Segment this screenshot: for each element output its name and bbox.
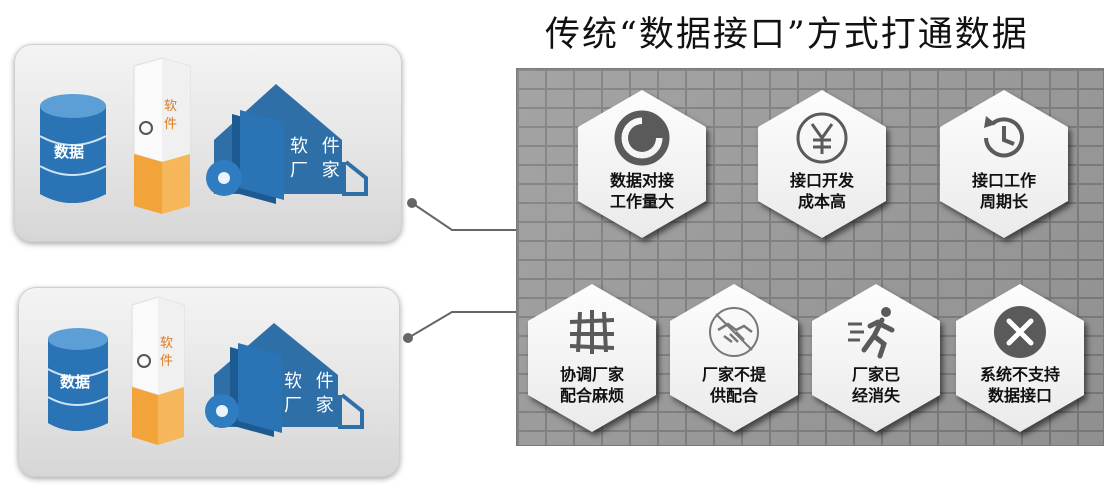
software-system-card-1: 数据 软 件 软 件 厂 家 (14, 44, 402, 242)
software-label-1: 软 (160, 336, 173, 351)
software-label-2: 件 (160, 354, 173, 369)
software-system-card-2: 数据 软 件 软 件 厂 家 (18, 287, 400, 477)
problem-label-line1: 厂家不提 (701, 365, 766, 384)
problem-label-line1: 系统不支持 (979, 365, 1060, 384)
software-vendor-icon (206, 84, 368, 204)
no-handshake-icon (709, 307, 759, 357)
page-title: 传统“数据接口”方式打通数据 (545, 15, 1029, 55)
yen-icon (796, 112, 848, 164)
vendor-label-2: 厂 家 (290, 160, 344, 181)
problem-label-line2: 数据接口 (987, 386, 1052, 405)
problem-label-line2: 工作量大 (609, 192, 674, 211)
software-box-icon (133, 57, 191, 214)
database-label: 数据 (54, 143, 84, 161)
problem-label-line2: 周期长 (979, 192, 1028, 211)
software-box-icon (131, 296, 185, 445)
vendor-label-2: 厂 家 (284, 395, 338, 416)
database-label: 数据 (60, 373, 90, 391)
problem-label-line1: 接口开发 (789, 171, 854, 190)
pie-chart-icon (614, 110, 670, 166)
problem-label-line1: 数据对接 (609, 171, 674, 190)
problem-label-line2: 供配合 (709, 386, 758, 405)
problem-hex-workload: 数据对接 工作量大 (578, 90, 706, 238)
problem-hex-vendor-gone: 厂家已 经消失 (812, 284, 940, 432)
grid-mesh-icon (569, 310, 615, 354)
clock-cycle-icon (984, 116, 1024, 158)
x-circle-icon (994, 306, 1046, 358)
problem-label-line2: 配合麻烦 (559, 386, 624, 405)
vendor-label-1: 软 件 (284, 371, 338, 392)
problem-label-line2: 经消失 (851, 386, 900, 405)
problem-hex-no-support: 厂家不提 供配合 (670, 284, 798, 432)
running-person-icon (848, 307, 895, 359)
problem-label-line2: 成本高 (797, 192, 846, 211)
problem-label-line1: 厂家已 (851, 365, 900, 384)
database-icon (39, 94, 107, 203)
problem-hex-coordination: 协调厂家 配合麻烦 (528, 284, 656, 432)
software-vendor-icon (205, 323, 364, 437)
software-label-1: 软 (164, 99, 177, 114)
problem-hex-no-interface: 系统不支持 数据接口 (956, 284, 1084, 432)
problem-label-line1: 接口工作 (971, 171, 1036, 190)
problem-hex-period: 接口工作 周期长 (940, 90, 1068, 238)
database-icon (47, 328, 109, 431)
vendor-label-1: 软 件 (290, 136, 344, 157)
problem-hex-cost: 接口开发 成本高 (758, 90, 886, 238)
problem-label-line1: 协调厂家 (559, 365, 624, 384)
software-label-2: 件 (164, 117, 177, 132)
